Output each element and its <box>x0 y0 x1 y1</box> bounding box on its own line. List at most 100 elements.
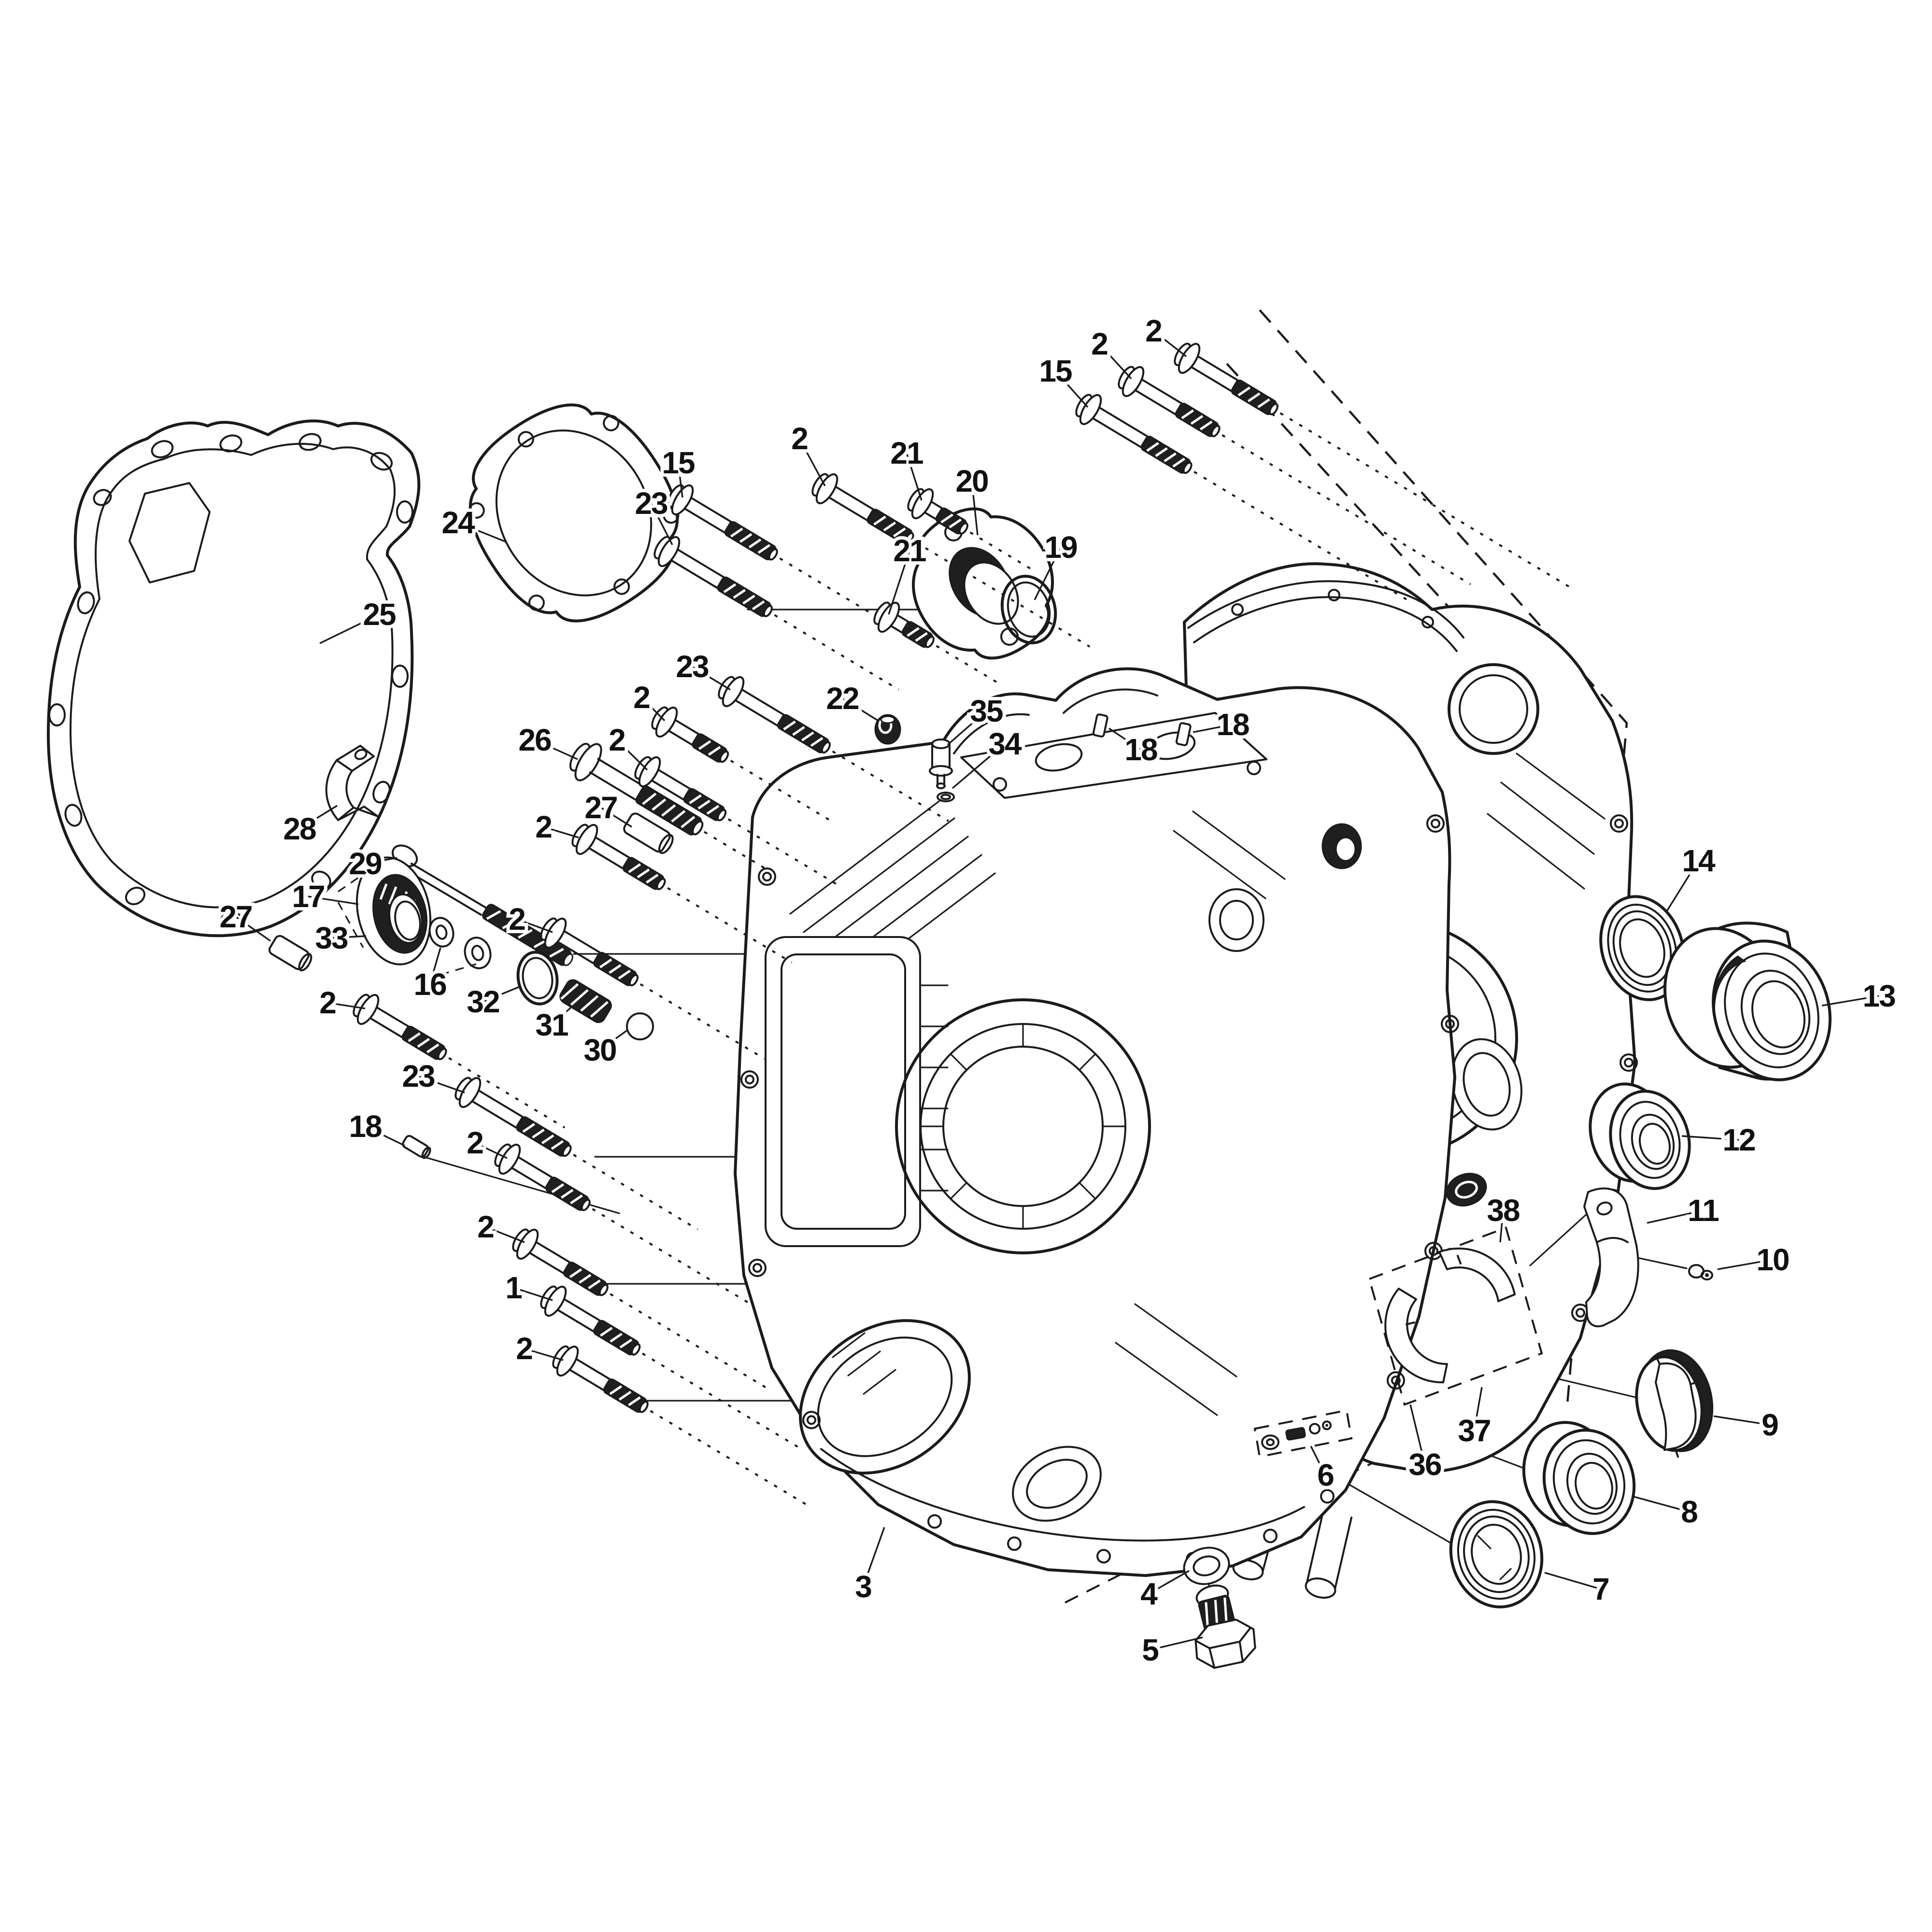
callout-label: 12 <box>1722 1122 1755 1157</box>
cap-nut-22 <box>874 714 901 745</box>
leader-line <box>947 710 987 746</box>
callout-label: 8 <box>1681 1494 1697 1529</box>
leader-line <box>677 462 683 498</box>
shift-fork-11 <box>1583 1187 1639 1327</box>
leader-line <box>1034 547 1062 600</box>
callout-label: 22 <box>826 681 859 716</box>
callout-label: 34 <box>988 726 1022 761</box>
leader-line <box>1409 1404 1426 1465</box>
valve-o-ring-34 <box>937 792 955 802</box>
callout-label: 10 <box>1756 1242 1789 1277</box>
leader-line <box>1054 370 1089 408</box>
leader-line <box>1098 343 1132 380</box>
leader-line <box>1665 860 1699 912</box>
leader-line <box>906 453 923 501</box>
o-ring <box>1000 574 1057 645</box>
callout-label: 27 <box>584 790 617 825</box>
leader-line <box>1647 1209 1704 1224</box>
callout-label: 13 <box>1862 979 1895 1013</box>
flange-bolt <box>653 536 899 691</box>
callout-label: 20 <box>955 464 988 498</box>
flange-bolt <box>540 1285 800 1449</box>
leader-line <box>365 1125 405 1147</box>
leader-line <box>524 1348 564 1361</box>
leader-line <box>319 613 380 644</box>
cover-gasket <box>47 419 421 938</box>
ball-bearing-13 <box>1663 922 1832 1081</box>
callout-label: 5 <box>1142 1633 1158 1667</box>
callout-label: 2 <box>1145 313 1162 348</box>
leader-line <box>1193 724 1233 733</box>
leader-line <box>616 739 648 771</box>
callout-label: 2 <box>633 680 650 715</box>
pump-gasket <box>468 403 680 623</box>
callout-label: 25 <box>363 597 396 632</box>
drain-plug <box>1194 1584 1256 1669</box>
leader-line <box>1717 1259 1773 1270</box>
callout-label: 32 <box>467 984 499 1019</box>
callout-label: 2 <box>509 902 525 937</box>
washers-16 <box>428 917 492 969</box>
callout-label: 7 <box>1592 1572 1609 1606</box>
leader-line <box>513 1287 553 1301</box>
callout-label: 27 <box>219 899 252 934</box>
callout-label: 29 <box>349 846 382 881</box>
flange-bolt <box>1118 366 1471 585</box>
leader-line <box>1681 1135 1739 1141</box>
leader-line <box>327 1002 366 1009</box>
callout-label: 17 <box>292 879 324 914</box>
callout-label: 21 <box>893 533 926 568</box>
leader-line <box>516 918 553 933</box>
flange-bolt <box>571 824 793 964</box>
callout-label: 2 <box>319 985 336 1020</box>
flange-bolt <box>455 1077 698 1230</box>
leader-line <box>543 826 579 838</box>
callout-label: 35 <box>970 694 1003 728</box>
callout-label: 2 <box>516 1331 532 1366</box>
callout-label: 2 <box>1091 327 1108 361</box>
dowel-pins <box>268 713 1192 1159</box>
leader-line <box>650 503 673 545</box>
leader-line <box>1108 727 1141 751</box>
leader-line <box>842 697 879 722</box>
fork-screw-10 <box>1688 1264 1713 1280</box>
callout-label: 3 <box>855 1569 871 1604</box>
oil-seal-7 <box>1449 1500 1544 1608</box>
callout-label: 15 <box>1039 354 1072 388</box>
flange-bolt <box>540 917 765 1060</box>
leader-line <box>1148 1570 1190 1595</box>
detent-ball <box>626 1012 654 1040</box>
callout-label: 2 <box>467 1125 483 1160</box>
flange-bolt <box>353 994 566 1129</box>
callout-label: 1 <box>505 1270 522 1305</box>
callout-label: 37 <box>1458 1413 1490 1448</box>
callout-label: 6 <box>1317 1458 1334 1492</box>
leader-line <box>888 550 910 615</box>
flange-bolt <box>494 1143 751 1305</box>
o-ring-32 <box>516 951 559 1006</box>
flange-bolt <box>873 601 1003 687</box>
flange-bolt <box>569 742 771 873</box>
leader-line <box>1499 1210 1504 1243</box>
detent-spring <box>559 979 612 1023</box>
flange-bolt <box>1174 342 1571 588</box>
callout-label: 23 <box>676 649 709 684</box>
lock-washer-9 <box>1635 1349 1714 1458</box>
leader-line <box>483 985 521 1003</box>
callout-label: 15 <box>662 445 695 480</box>
flange-bolt <box>552 1345 809 1506</box>
callout-label: 14 <box>1682 843 1716 878</box>
callout-label: 18 <box>1124 732 1157 767</box>
leader-line <box>418 1075 465 1094</box>
relief-valve-assembly <box>1253 1409 1353 1458</box>
callout-label: 9 <box>1762 1407 1778 1442</box>
leader-line <box>862 1527 885 1587</box>
callout-label: 28 <box>283 811 316 846</box>
leader-line <box>485 1226 525 1243</box>
leader-line <box>1632 1495 1690 1513</box>
leader-line <box>474 1142 508 1159</box>
oil-seal-14 <box>1599 895 1685 1001</box>
callout-label: 11 <box>1688 1193 1719 1228</box>
leader-line <box>429 947 441 985</box>
